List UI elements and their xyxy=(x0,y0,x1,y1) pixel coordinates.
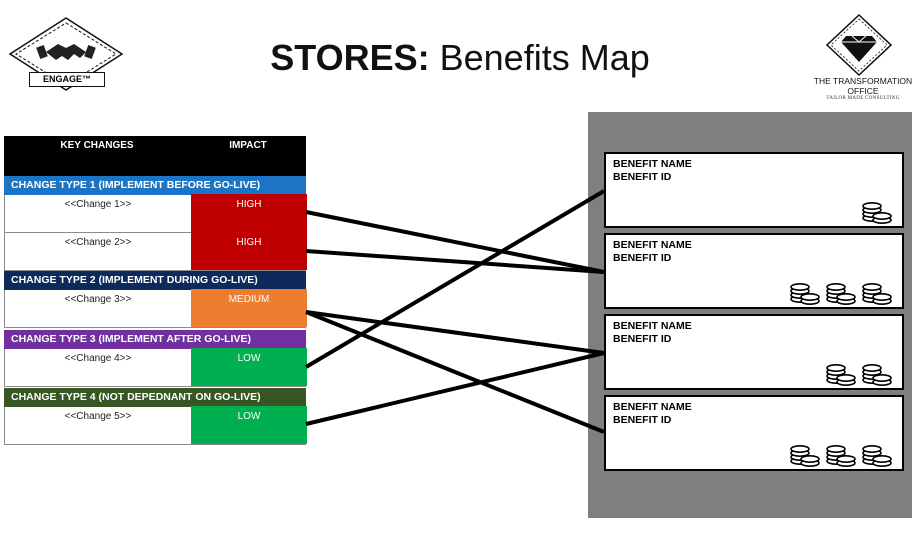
impact-cell: HIGH xyxy=(191,194,307,232)
coin-stack-icon xyxy=(826,445,856,467)
benefits-panel: BENEFIT NAME BENEFIT ID BENEFIT NAME BEN… xyxy=(588,112,912,518)
connector-line-change-5-benefit-3 xyxy=(305,351,605,426)
transformation-office-name: THE TRANSFORMATION OFFICE xyxy=(813,76,913,96)
benefit-name: BENEFIT NAME xyxy=(613,239,692,251)
benefit-name: BENEFIT NAME xyxy=(613,401,692,413)
impact-cell: MEDIUM xyxy=(191,289,307,327)
coin-stack-icon xyxy=(790,445,820,467)
connector-line-change-4-benefit-1 xyxy=(304,189,606,369)
benefit-id: BENEFIT ID xyxy=(613,333,672,345)
table-header: KEY CHANGES IMPACT xyxy=(4,136,306,176)
title-rest: Benefits Map xyxy=(429,37,650,78)
coin-stacks xyxy=(789,441,893,467)
connector-line-change-1-benefit-2 xyxy=(305,210,605,274)
change-row-5: <<Change 5>> LOW xyxy=(4,406,307,445)
change-type-1: CHANGE TYPE 1 (IMPLEMENT BEFORE GO-LIVE) xyxy=(4,176,306,195)
connector-line-change-2-benefit-2 xyxy=(305,249,605,274)
benefit-name: BENEFIT NAME xyxy=(613,158,692,170)
coin-stack-icon xyxy=(862,202,892,224)
connector-line-change-3-benefit-3 xyxy=(305,310,605,355)
engage-label: ENGAGE™ xyxy=(29,72,105,87)
change-name: <<Change 3>> xyxy=(64,294,132,305)
impact-cell: LOW xyxy=(191,406,307,444)
key-changes-table: KEY CHANGES IMPACT CHANGE TYPE 1 (IMPLEM… xyxy=(4,136,307,447)
change-row-3: <<Change 3>> MEDIUM xyxy=(4,289,307,328)
benefit-id: BENEFIT ID xyxy=(613,171,672,183)
change-row-1: <<Change 1>> HIGH xyxy=(4,194,307,233)
coin-stacks xyxy=(789,279,893,305)
coin-stack-icon xyxy=(826,283,856,305)
change-name: <<Change 1>> xyxy=(64,199,132,210)
diamond-icon xyxy=(841,35,877,62)
title-bold: STORES: xyxy=(270,37,430,78)
coin-stacks xyxy=(861,198,893,224)
transformation-office-logo xyxy=(826,14,892,76)
header-impact: IMPACT xyxy=(229,140,267,151)
change-type-3: CHANGE TYPE 3 (IMPLEMENT AFTER GO-LIVE) xyxy=(4,330,306,349)
coin-stack-icon xyxy=(862,283,892,305)
benefit-name: BENEFIT NAME xyxy=(613,320,692,332)
benefit-card-1: BENEFIT NAME BENEFIT ID xyxy=(604,152,904,228)
coin-stack-icon xyxy=(862,364,892,386)
benefit-card-3: BENEFIT NAME BENEFIT ID xyxy=(604,314,904,390)
coin-stack-icon xyxy=(826,364,856,386)
connector-line-change-3-benefit-4 xyxy=(305,310,605,434)
impact-cell: LOW xyxy=(191,348,307,386)
impact-cell: HIGH xyxy=(191,232,307,270)
change-name: <<Change 2>> xyxy=(64,237,132,248)
header-key-changes: KEY CHANGES xyxy=(60,140,134,151)
change-row-2: <<Change 2>> HIGH xyxy=(4,232,307,271)
handshake-icon xyxy=(36,44,96,60)
coin-stack-icon xyxy=(862,445,892,467)
change-name: <<Change 4>> xyxy=(64,353,132,364)
change-name: <<Change 5>> xyxy=(64,411,132,422)
change-row-4: <<Change 4>> LOW xyxy=(4,348,307,387)
coin-stack-icon xyxy=(790,283,820,305)
coin-stacks xyxy=(825,360,893,386)
transformation-office-tagline: TAILOR MADE CONSULTING xyxy=(826,96,900,101)
change-type-4: CHANGE TYPE 4 (NOT DEPEDNANT ON GO-LIVE) xyxy=(4,388,306,407)
benefit-id: BENEFIT ID xyxy=(613,252,672,264)
benefit-card-2: BENEFIT NAME BENEFIT ID xyxy=(604,233,904,309)
benefit-id: BENEFIT ID xyxy=(613,414,672,426)
page-title: STORES: Benefits Map xyxy=(0,36,920,80)
change-type-2: CHANGE TYPE 2 (IMPLEMENT DURING GO-LIVE) xyxy=(4,271,306,290)
benefit-card-4: BENEFIT NAME BENEFIT ID xyxy=(604,395,904,471)
